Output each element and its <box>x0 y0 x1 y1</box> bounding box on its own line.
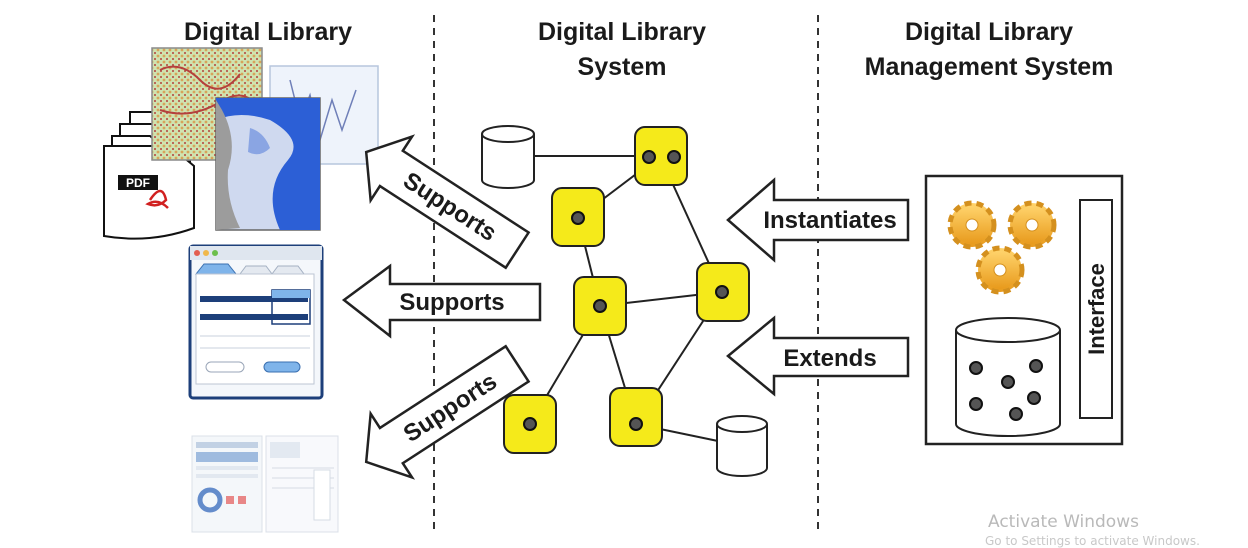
extends-label: Extends <box>783 345 876 372</box>
instantiates-label: Instantiates <box>763 207 896 234</box>
dashboard-thumbnail <box>191 435 339 533</box>
network-node-upper-left <box>551 187 605 247</box>
network-node-center <box>573 276 627 336</box>
form-window-icon <box>188 244 324 400</box>
interface-label: Interface <box>1084 263 1109 355</box>
extends-arrow: Extends <box>726 315 910 397</box>
gears-icon <box>947 200 1057 295</box>
acrobat-icon <box>145 189 169 209</box>
dlms-box: Interface <box>924 174 1124 446</box>
activate-windows-watermark: Activate Windows <box>988 512 1139 532</box>
dlms-title-line1: Digital Library <box>905 18 1073 46</box>
map-thumbnails <box>151 47 379 231</box>
digital-library-title: Digital Library <box>184 18 352 46</box>
dlms-title-line2: Management System <box>865 53 1114 81</box>
supports-arrow-middle: Supports <box>341 263 542 339</box>
dls-title-line2: System <box>578 53 667 81</box>
database-icon-bottom <box>716 415 768 477</box>
network-node-bottom-center <box>609 387 663 447</box>
network-node-top <box>634 126 688 186</box>
activate-windows-subtext: Go to Settings to activate Windows. <box>985 534 1200 548</box>
network-node-bottom-left <box>503 394 557 454</box>
network-node-right <box>696 262 750 322</box>
pdf-label: PDF <box>126 176 150 190</box>
supports-label-middle: Supports <box>399 289 504 316</box>
database-icon-top <box>481 125 535 189</box>
instantiates-arrow: Instantiates <box>726 177 910 263</box>
dls-title-line1: Digital Library <box>538 18 706 46</box>
database-icon-dlms <box>955 317 1061 437</box>
